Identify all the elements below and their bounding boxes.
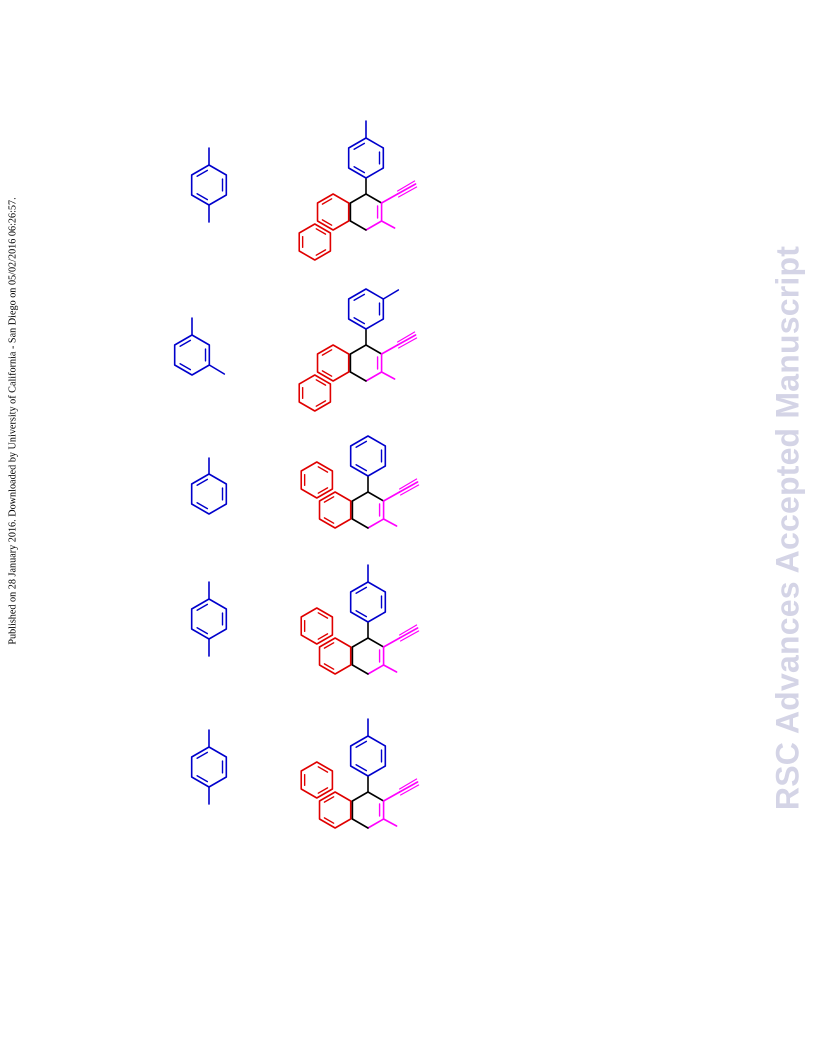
aldehyde-aryl-fragment	[190, 729, 228, 805]
aldehyde-aryl-fragment	[173, 317, 226, 376]
chromene-product	[298, 288, 418, 412]
aldehyde-aryl-fragment	[190, 457, 228, 515]
chromene-product	[300, 564, 420, 675]
chromene-product	[298, 120, 418, 261]
chromene-product	[300, 718, 420, 829]
aldehyde-aryl-fragment	[190, 581, 228, 657]
aldehyde-aryl-fragment	[190, 147, 228, 223]
chromene-product	[300, 435, 420, 529]
